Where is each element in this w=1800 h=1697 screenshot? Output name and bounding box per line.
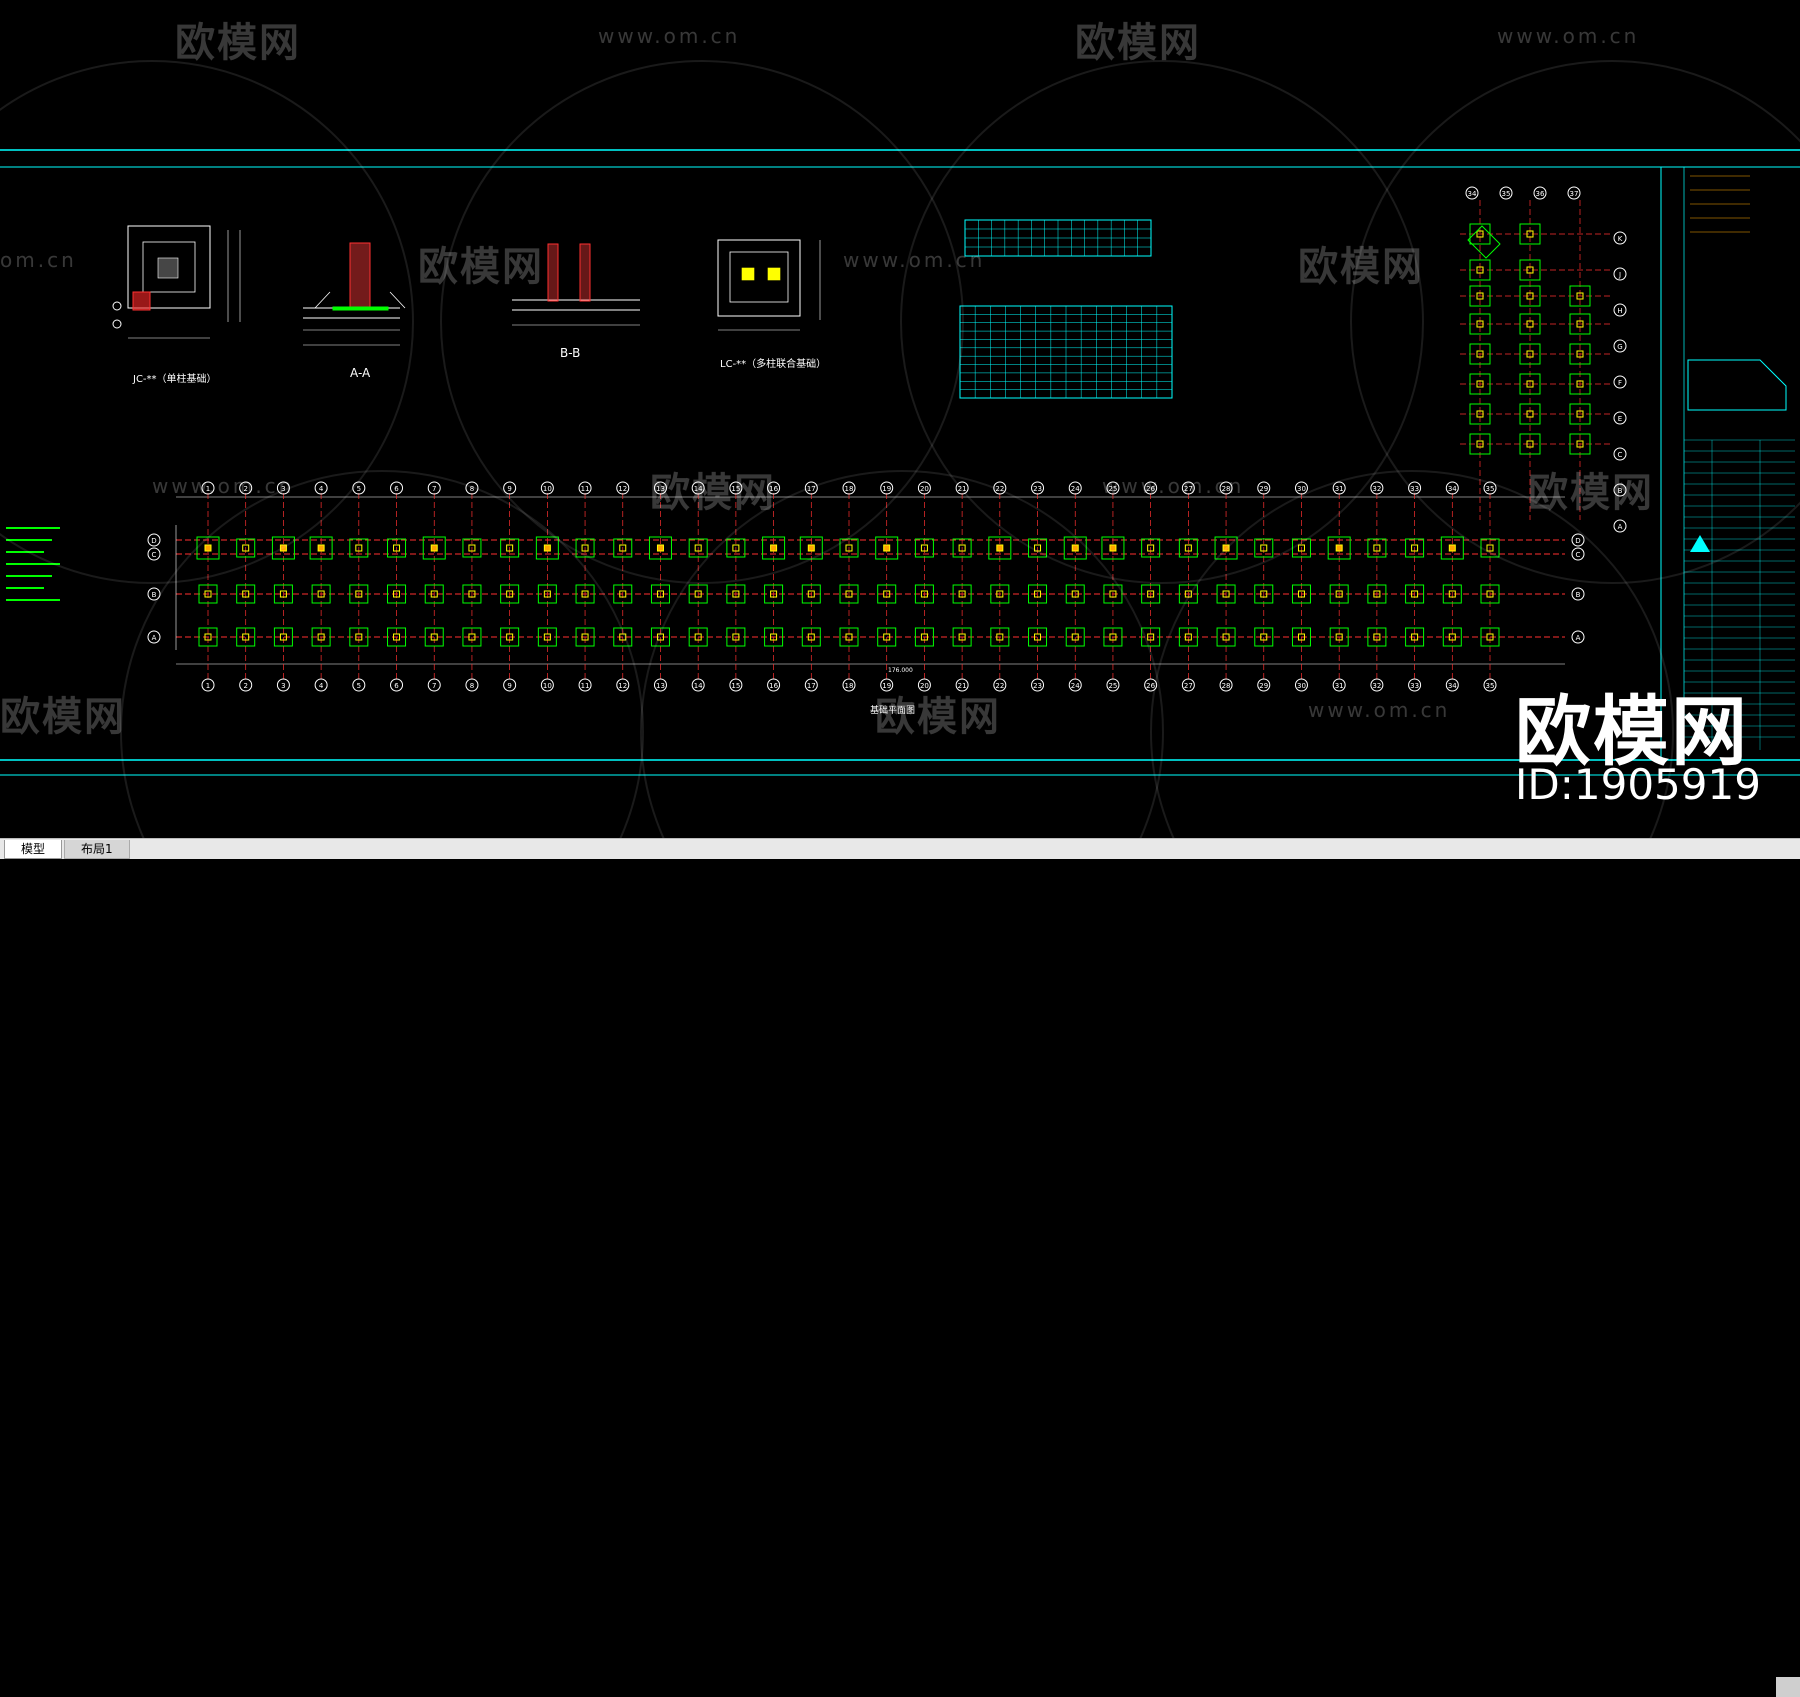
- column: [1147, 590, 1155, 598]
- watermark-logo: 欧模网: [1075, 20, 1201, 66]
- column: [656, 590, 664, 598]
- watermark-logo: 欧模网: [1298, 244, 1424, 290]
- watermark-url: www.om.cn: [1102, 474, 1245, 498]
- watermark-url: www.om.cn: [1497, 24, 1640, 48]
- column: [619, 590, 627, 598]
- layout-tab-bar: 模型 布局1: [0, 838, 1800, 1697]
- watermark-url: www.om.cn: [843, 248, 986, 272]
- watermark-logo: 欧模网: [650, 470, 776, 516]
- watermark-url: www.om.cn: [598, 24, 741, 48]
- footing: [650, 584, 670, 604]
- tab-layout1[interactable]: 布局1: [64, 840, 130, 859]
- watermark-url: www.om.cn: [1308, 698, 1451, 722]
- axis-bubble-label: B: [152, 591, 157, 599]
- brand-logo: 欧模网: [1515, 687, 1749, 776]
- footing: [1141, 584, 1161, 604]
- watermark-url: www.om.cn: [152, 474, 295, 498]
- watermark-logo: 欧模网: [1528, 470, 1654, 516]
- footing: [613, 584, 633, 604]
- column: [1147, 633, 1155, 641]
- watermark-url-partial: om.cn: [0, 248, 77, 272]
- watermark-logo: 欧模网: [875, 694, 1001, 740]
- scrollbar[interactable]: [1776, 1677, 1800, 1697]
- watermark-logo: 欧模网: [175, 20, 301, 66]
- watermark-logo-partial: 欧模网: [0, 694, 126, 740]
- tab-model[interactable]: 模型: [4, 840, 63, 859]
- watermark-logo: 欧模网: [418, 244, 544, 290]
- model-id: ID:1905919: [1515, 760, 1761, 809]
